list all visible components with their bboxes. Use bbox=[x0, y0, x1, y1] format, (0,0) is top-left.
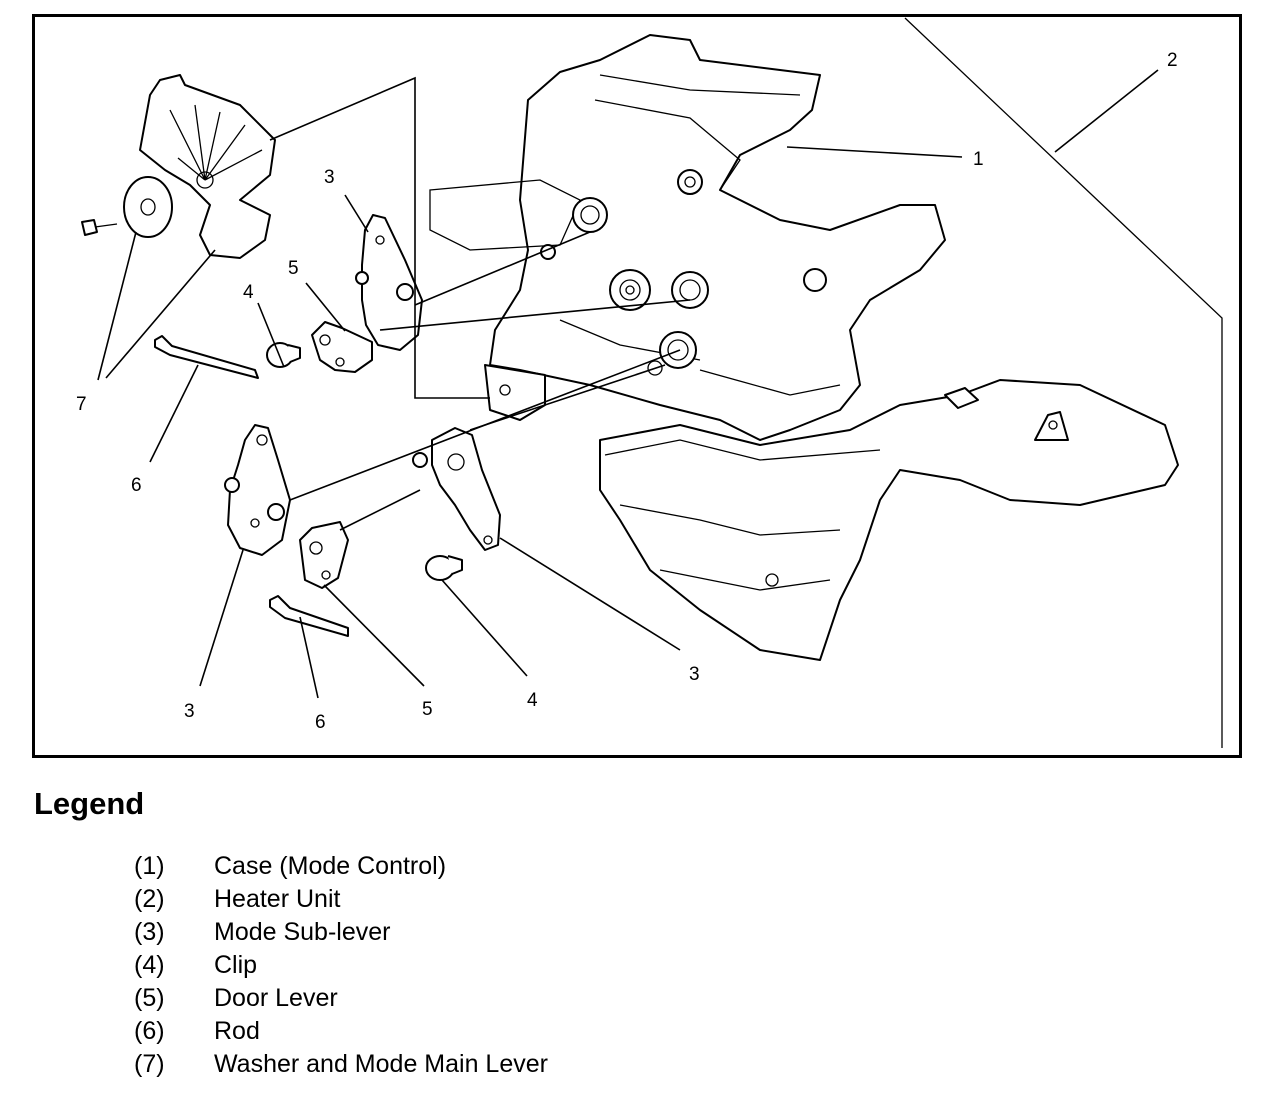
legend-item-label: Rod bbox=[214, 1017, 260, 1045]
leader-lines bbox=[97, 69, 1159, 699]
legend-item: (4) Clip bbox=[134, 949, 548, 982]
callout-7: 7 bbox=[76, 394, 87, 415]
legend-item-label: Mode Sub-lever bbox=[214, 918, 391, 946]
legend-item-label: Heater Unit bbox=[214, 885, 341, 913]
legend-item: (2) Heater Unit bbox=[134, 883, 548, 916]
legend-item: (6) Rod bbox=[134, 1015, 548, 1048]
mode-control-case bbox=[429, 34, 946, 441]
callout-2: 2 bbox=[1167, 50, 1178, 71]
mode-main-lever bbox=[139, 74, 276, 259]
mode-sub-lever-upper bbox=[355, 214, 423, 351]
door-lever-upper bbox=[311, 321, 373, 373]
rod-lower bbox=[269, 595, 349, 637]
legend-item-number: (6) bbox=[134, 1017, 165, 1045]
rod-upper bbox=[154, 335, 259, 379]
legend-item-number: (5) bbox=[134, 984, 165, 1012]
legend-item-label: Case (Mode Control) bbox=[214, 852, 447, 880]
mode-sub-lever-lower-left bbox=[224, 424, 291, 556]
exploded-view-diagram: 1 2 3 3 3 4 4 5 5 6 6 7 bbox=[76, 17, 1223, 748]
legend-item-number: (4) bbox=[134, 951, 165, 979]
legend-item: (1) Case (Mode Control) bbox=[134, 850, 548, 883]
callout-labels: 1 2 3 3 3 4 4 5 5 6 6 7 bbox=[76, 50, 1178, 733]
callout-3-upper: 3 bbox=[324, 167, 335, 188]
legend-item: (5) Door Lever bbox=[134, 982, 548, 1015]
legend-item-number: (1) bbox=[134, 852, 165, 880]
callout-4-lower: 4 bbox=[527, 690, 538, 711]
callout-6-upper: 6 bbox=[131, 475, 142, 496]
callout-3-lower-right: 3 bbox=[689, 664, 700, 685]
clip-upper bbox=[266, 342, 301, 368]
washer bbox=[123, 176, 173, 238]
heater-unit-outline bbox=[904, 17, 1223, 748]
door-lever-lower bbox=[299, 521, 349, 589]
legend-item-label: Door Lever bbox=[214, 984, 338, 1012]
callout-5-upper: 5 bbox=[288, 258, 299, 279]
legend-item-number: (2) bbox=[134, 885, 165, 913]
legend-item-number: (7) bbox=[134, 1050, 165, 1078]
legend-item-label: Clip bbox=[214, 951, 258, 979]
legend-list: (1) Case (Mode Control) (2) Heater Unit (3… bbox=[134, 850, 548, 1081]
legend-item: (3) Mode Sub-lever bbox=[134, 916, 548, 949]
callout-1: 1 bbox=[973, 149, 984, 170]
screw bbox=[81, 219, 118, 236]
callout-3-lower-left: 3 bbox=[184, 701, 195, 722]
mode-sub-lever-lower-right bbox=[412, 427, 501, 551]
heater-unit-duct bbox=[599, 379, 1179, 661]
callout-4-upper: 4 bbox=[243, 282, 254, 303]
legend-title: Legend bbox=[34, 786, 145, 821]
clip-lower bbox=[425, 555, 463, 581]
legend-item-label: Washer and Mode Main Lever bbox=[214, 1050, 548, 1078]
legend-item: (7) Washer and Mode Main Lever bbox=[134, 1048, 548, 1081]
callout-5-lower: 5 bbox=[422, 699, 433, 720]
callout-6-lower: 6 bbox=[315, 712, 326, 733]
legend-item-number: (3) bbox=[134, 918, 165, 946]
